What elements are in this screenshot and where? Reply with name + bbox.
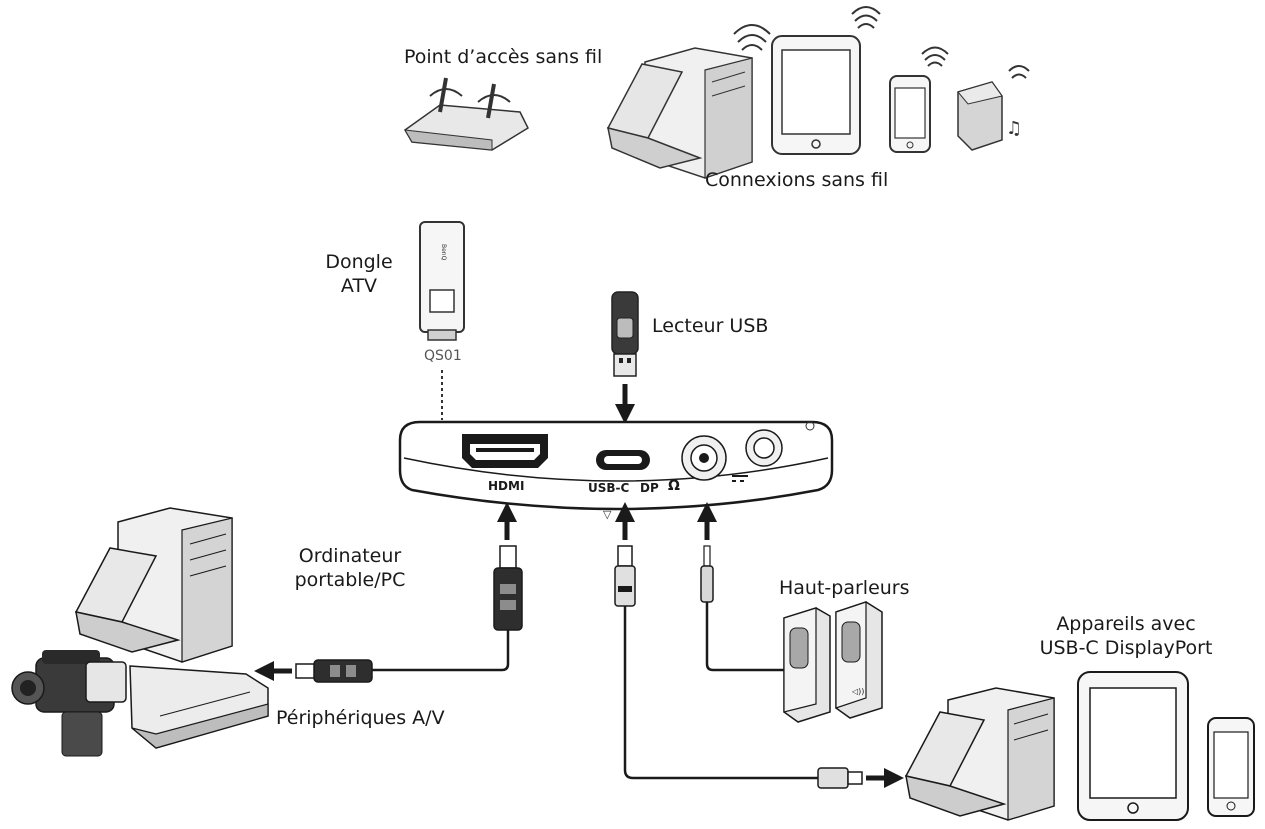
hdmi-cable-icon bbox=[493, 545, 523, 631]
dongle-label-line2: ATV bbox=[340, 275, 378, 297]
usbc-devices-label-line2: USB-C DisplayPort bbox=[1039, 637, 1213, 659]
wireless-computer-icon bbox=[606, 24, 771, 179]
dp-port-label: DP bbox=[640, 481, 659, 495]
access-point-label: Point d’accès sans fil bbox=[404, 46, 603, 68]
usbc-tablet-icon bbox=[1077, 671, 1189, 821]
dc-power-port bbox=[732, 429, 783, 482]
usbc-devices-label-line1: Appareils avec bbox=[1056, 613, 1196, 635]
usb-reader-label: Lecteur USB bbox=[652, 315, 769, 337]
laptop-pc-label: Ordinateur portable/PC bbox=[280, 544, 420, 592]
dongle-model-label: QS01 bbox=[424, 348, 462, 364]
speakers-icon: ◁)) bbox=[783, 601, 883, 723]
wireless-connections-label: Connexions sans fil bbox=[705, 169, 889, 191]
usb-stick-icon bbox=[611, 291, 639, 377]
audio-cable-icon bbox=[700, 545, 714, 603]
usbc-cable-plug-horizontal bbox=[817, 767, 863, 789]
svg-text:◁)): ◁)) bbox=[851, 687, 864, 696]
dongle-label: Dongle ATV bbox=[324, 250, 394, 298]
wireless-phone-icon bbox=[889, 46, 949, 153]
wireless-tablet-icon bbox=[771, 6, 881, 155]
hdmi-cable-plug-horizontal bbox=[295, 659, 373, 683]
dongle-label-line1: Dongle bbox=[325, 251, 393, 273]
svg-text:BenQ: BenQ bbox=[440, 244, 447, 261]
laptop-pc-icon bbox=[74, 507, 233, 663]
av-devices-icon bbox=[11, 650, 269, 757]
hdmi-port bbox=[462, 434, 548, 468]
usbc-devices-label: Appareils avec USB-C DisplayPort bbox=[1032, 612, 1220, 660]
wireless-speaker-icon: ♫ bbox=[957, 65, 1030, 151]
wireless-router-icon bbox=[404, 77, 529, 151]
hdmi-port-label: HDMI bbox=[488, 479, 525, 493]
audio-jack-port bbox=[681, 435, 727, 481]
av-devices-label: Périphériques A/V bbox=[276, 707, 445, 729]
usbc-port-label: USB-C bbox=[588, 481, 630, 495]
usbc-port bbox=[596, 450, 650, 470]
usbc-computer-icon bbox=[904, 687, 1055, 821]
svg-text:♫: ♫ bbox=[1006, 118, 1022, 139]
projector-connection-panel: ▽ bbox=[398, 420, 834, 521]
speakers-label: Haut-parleurs bbox=[779, 577, 910, 599]
laptop-pc-label-line1: Ordinateur bbox=[298, 545, 402, 567]
usbc-phone-icon bbox=[1207, 717, 1255, 817]
headphone-port-label: Ω bbox=[668, 478, 680, 494]
atv-dongle-icon: BenQ bbox=[419, 221, 465, 341]
usbc-cable-icon bbox=[614, 545, 636, 607]
laptop-pc-label-line2: portable/PC bbox=[294, 569, 406, 591]
svg-text:▽: ▽ bbox=[603, 508, 612, 521]
